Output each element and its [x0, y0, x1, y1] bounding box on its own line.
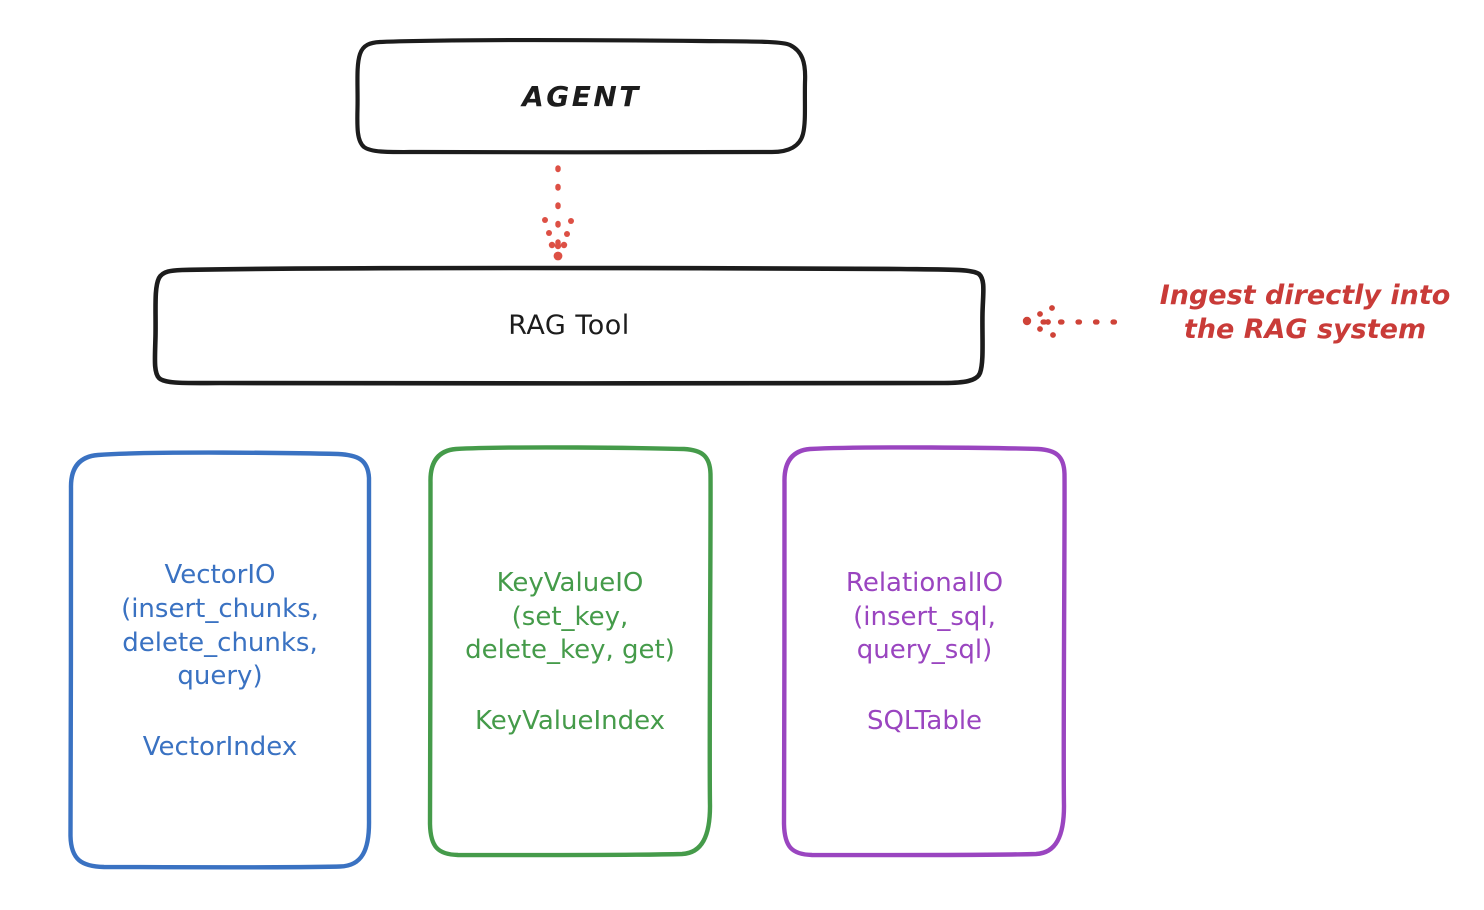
node-vector-io-label: VectorIO (insert_chunks, delete_chunks, … [121, 559, 319, 692]
node-agent[interactable]: AGENT [357, 41, 806, 153]
node-relational-io[interactable]: RelationalIO (insert_sql, query_sql) SQL… [784, 447, 1065, 856]
node-key-value-io[interactable]: KeyValueIO (set_key, delete_key, get) Ke… [430, 447, 710, 856]
node-relational-io-label: RelationalIO (insert_sql, query_sql) [845, 567, 1004, 666]
node-vector-io[interactable]: VectorIO (insert_chunks, delete_chunks, … [70, 452, 370, 869]
node-relational-io-table-label: SQLTable [866, 706, 983, 737]
node-vector-io-index-label: VectorIndex [142, 732, 298, 763]
connector-note-to-rag-tool [1022, 305, 1131, 338]
connector-agent-to-rag-tool [542, 165, 574, 261]
node-rag-tool[interactable]: RAG Tool [155, 269, 983, 383]
node-rag-tool-label: RAG Tool [508, 309, 630, 341]
node-agent-label: AGENT [522, 80, 641, 114]
node-key-value-io-label: KeyValueIO (set_key, delete_key, get) [465, 567, 675, 666]
node-key-value-io-index-label: KeyValueIndex [474, 706, 666, 737]
annotation-ingest-note: Ingest directly into the RAG system [1159, 280, 1451, 345]
